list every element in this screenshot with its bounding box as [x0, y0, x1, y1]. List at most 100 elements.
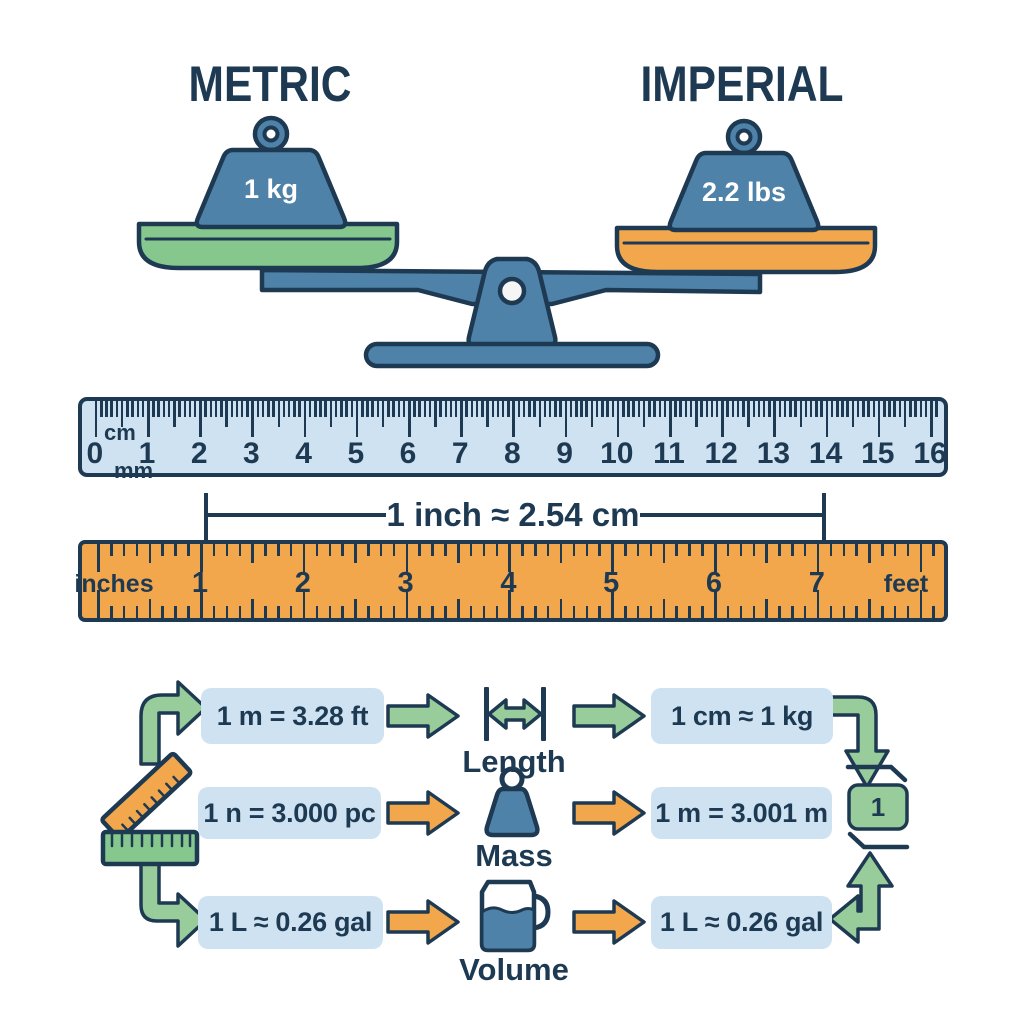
ruler-tick — [418, 544, 421, 556]
ruler-tick — [298, 401, 301, 417]
ruler-tick — [238, 544, 242, 556]
ruler-tick — [674, 401, 677, 417]
ruler-tick — [543, 401, 547, 417]
ruler-tick — [872, 401, 876, 417]
ruler-tick — [601, 401, 604, 417]
arrow-right-green — [386, 693, 460, 739]
scale-pivot — [466, 256, 558, 349]
ruler-tick — [932, 606, 935, 618]
ruler-tick — [809, 401, 813, 417]
ruler-tick — [867, 401, 870, 417]
ruler-tick — [816, 590, 820, 618]
ruler-tick — [841, 401, 844, 417]
ruler-tick — [264, 544, 267, 556]
ruler-tick — [302, 590, 306, 618]
ruler-tick — [820, 401, 823, 417]
ruler-tick — [282, 401, 286, 417]
ruler-tick — [893, 606, 897, 618]
ruler-tick — [816, 544, 820, 572]
ruler-tick — [906, 544, 910, 556]
ruler-tick — [705, 401, 709, 417]
curved-arrow-bottom-right — [828, 851, 894, 944]
ruler-tick — [174, 544, 177, 556]
ruler-tick — [209, 401, 213, 417]
ruler-tick — [230, 401, 234, 417]
ruler-tick — [815, 401, 818, 417]
ruler-tick — [354, 599, 357, 618]
ruler-tick — [919, 544, 923, 572]
ruler-tick — [585, 401, 588, 417]
right-pan-connector — [734, 259, 756, 283]
ruler-tick — [836, 401, 839, 417]
right-weight-label: 2.2 lbs — [702, 177, 786, 207]
ruler-tick — [148, 599, 152, 618]
ruler-tick — [804, 401, 808, 417]
ruler-tick — [261, 401, 265, 417]
ruler-number: 3 — [397, 567, 414, 599]
arrow-right-green — [572, 693, 646, 739]
ruler-tick — [122, 544, 126, 556]
ruler-tick — [736, 401, 740, 417]
ruler-tick — [632, 401, 635, 417]
ruler-tick — [739, 544, 743, 556]
ruler-tick — [277, 544, 280, 556]
volume-label: Volume — [459, 952, 569, 987]
ruler-tick — [791, 606, 794, 618]
ruler-tick — [314, 401, 317, 417]
pivot-hole — [497, 276, 527, 306]
ruler-number: 9 — [556, 437, 573, 470]
ruler-tick — [423, 401, 427, 417]
ruler-tick — [726, 606, 730, 618]
ruler-tick — [324, 401, 327, 417]
ruler-tick — [851, 401, 855, 427]
ruler-tick — [598, 544, 601, 556]
ruler-tick — [272, 401, 275, 417]
converter-top-bracket — [845, 764, 908, 783]
ruler-tick — [97, 590, 100, 618]
ruler-tick — [700, 401, 703, 417]
ruler-tick — [495, 606, 499, 618]
ruler-tick — [444, 401, 448, 417]
mass-label: Mass — [475, 838, 553, 873]
ruler-tick — [669, 401, 672, 437]
ruler-tick — [444, 606, 447, 618]
arrow-right-orange — [386, 790, 460, 836]
ruler-tick — [188, 401, 192, 417]
ruler-tick — [328, 606, 331, 618]
ruler-tick — [481, 401, 484, 417]
jug-handle — [531, 893, 551, 931]
ruler-tick — [653, 401, 656, 417]
ruler-tick — [367, 544, 370, 556]
ruler-tick — [658, 401, 662, 417]
ruler-tick — [460, 401, 463, 437]
ruler-number: 14 — [808, 437, 843, 470]
ruler-tick — [789, 401, 792, 417]
ruler-tick — [235, 401, 239, 417]
arrow-right-orange — [572, 899, 646, 945]
scale-beam — [259, 267, 763, 307]
ruler-tick — [914, 401, 917, 417]
imperial-mass-box: 1 m = 3.001 m — [651, 787, 832, 839]
ruler-tick — [757, 401, 761, 417]
jug-body — [479, 879, 537, 953]
metric-heading: METRIC — [188, 56, 352, 112]
ruler-tick — [131, 401, 134, 417]
ruler-tick — [611, 590, 614, 618]
ruler-tick — [893, 544, 897, 556]
ruler-tick — [135, 606, 139, 618]
ruler-tick — [548, 401, 552, 417]
ruler-tick — [606, 401, 609, 417]
ruler-tick — [392, 544, 396, 556]
dimension-line-left — [208, 513, 386, 517]
ruler-tick — [135, 544, 139, 556]
ruler-tick — [366, 401, 369, 417]
ruler-icon-ticks — [110, 832, 192, 848]
ruler-tick — [482, 544, 486, 556]
ruler-tick — [624, 544, 627, 556]
ruler-tick — [315, 606, 319, 618]
ruler-tick — [521, 544, 524, 556]
arrow-right-orange — [386, 899, 460, 945]
ruler-tick — [174, 606, 177, 618]
ruler-number: 4 — [500, 567, 517, 599]
ruler-number: 3 — [243, 437, 260, 470]
